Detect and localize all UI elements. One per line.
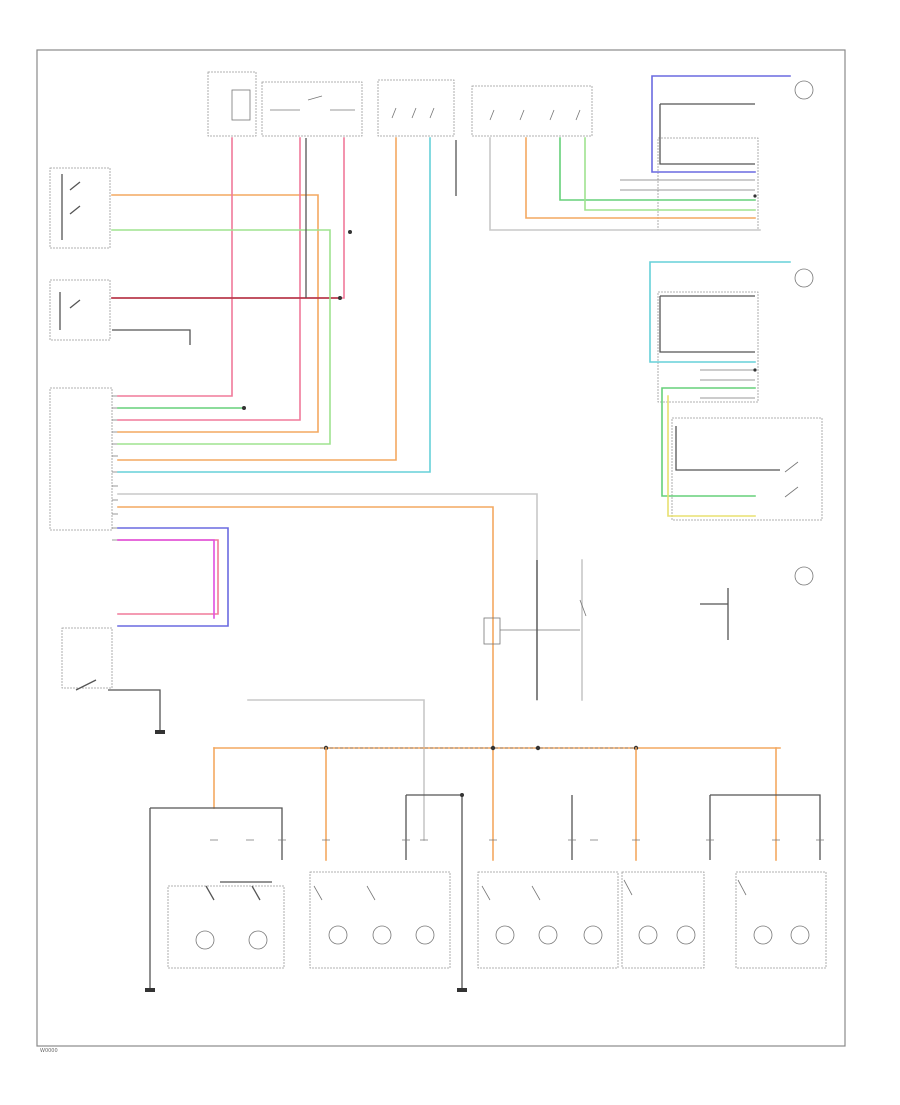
right-module-lower	[671, 417, 823, 521]
wire-cyan-right	[649, 261, 791, 363]
lamp-group-2	[309, 871, 451, 969]
lamp-top-right	[794, 80, 814, 100]
left-module	[49, 167, 113, 531]
right-module-upper	[657, 137, 759, 231]
wire-pink-top	[117, 137, 233, 397]
wire-pink-bottom	[117, 539, 219, 615]
gnd-run-2	[405, 794, 463, 988]
top-fuse-box	[207, 71, 257, 137]
wire-green-right2	[584, 137, 756, 211]
wire-gray-2	[489, 137, 761, 231]
wire-orange-main	[117, 506, 494, 861]
left-bottom-switch	[61, 627, 165, 734]
wire-black-6	[675, 426, 780, 471]
ground-symbols	[145, 793, 467, 992]
wire-orange-top	[111, 194, 319, 433]
battery-relay-box	[261, 81, 363, 137]
wire-black-7	[700, 588, 729, 640]
diagram-id: W0000	[40, 1048, 58, 1054]
wire-blue-low	[117, 527, 229, 627]
switch-box-1	[377, 79, 455, 137]
wire-gray-1	[117, 493, 538, 701]
lamp-mid-right	[794, 268, 814, 288]
lamp-group-1	[167, 881, 285, 969]
wire-yellow	[667, 395, 756, 517]
wire-pink-low	[117, 137, 301, 421]
right-bundle-upper	[620, 179, 755, 399]
wire-black-4	[659, 103, 755, 165]
wire-green-right	[559, 137, 756, 201]
gnd-run-3	[709, 794, 821, 860]
lamp-group-3	[477, 871, 619, 969]
wire-blue	[651, 75, 791, 173]
wire-black-2	[112, 329, 191, 345]
wire-black-5	[659, 295, 755, 353]
left-connector-pins	[112, 395, 118, 541]
wire-orange-switch	[117, 137, 397, 461]
wire-magenta	[117, 539, 215, 619]
diagram-frame	[36, 49, 846, 1047]
lamp-group-5	[735, 871, 827, 969]
lower-bus-dots	[323, 745, 639, 751]
lamp-group-4	[621, 871, 705, 969]
wire-pink-mid	[111, 137, 345, 299]
wire-green-right3	[661, 387, 756, 497]
switch-box-2	[471, 85, 593, 137]
wire-green-top	[111, 229, 331, 445]
wire-gray-4	[247, 699, 425, 841]
right-module-middle	[657, 291, 759, 403]
wire-orange-mid	[525, 137, 756, 219]
wire-cyan	[117, 137, 431, 473]
center-relay	[483, 560, 587, 700]
gnd-run-1	[149, 807, 283, 988]
splice-dots-upper	[242, 194, 757, 410]
lamp-lower-right	[794, 566, 814, 586]
